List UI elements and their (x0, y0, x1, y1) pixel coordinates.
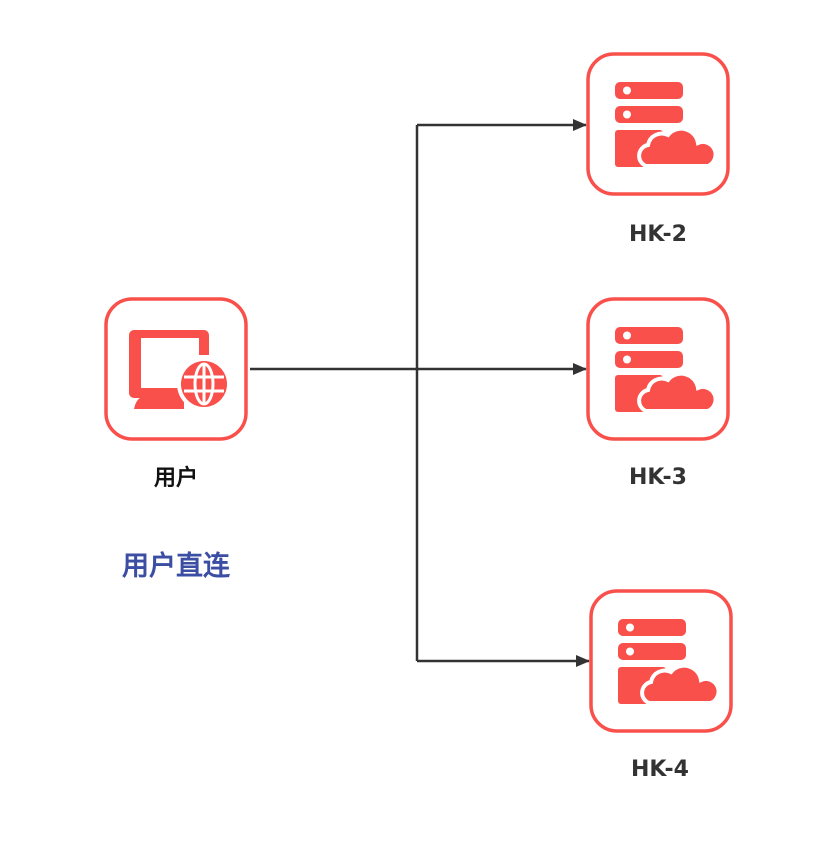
server-cloud-icon (589, 589, 733, 733)
server-node-hk-2[interactable] (586, 52, 730, 196)
monitor-globe-icon (129, 330, 231, 411)
server-label: HK-3 (629, 465, 687, 490)
server-node-hk-3[interactable] (586, 297, 730, 441)
diagram-title: 用户直连 (122, 550, 231, 582)
server-node-hk-4[interactable] (589, 589, 733, 733)
user-node[interactable] (104, 297, 248, 441)
server-cloud-icon (586, 297, 730, 441)
server-label: HK-2 (629, 222, 687, 247)
server-cloud-icon (586, 52, 730, 196)
user-label: 用户 (154, 465, 198, 491)
server-label: HK-4 (631, 757, 689, 782)
connectors (250, 119, 590, 667)
